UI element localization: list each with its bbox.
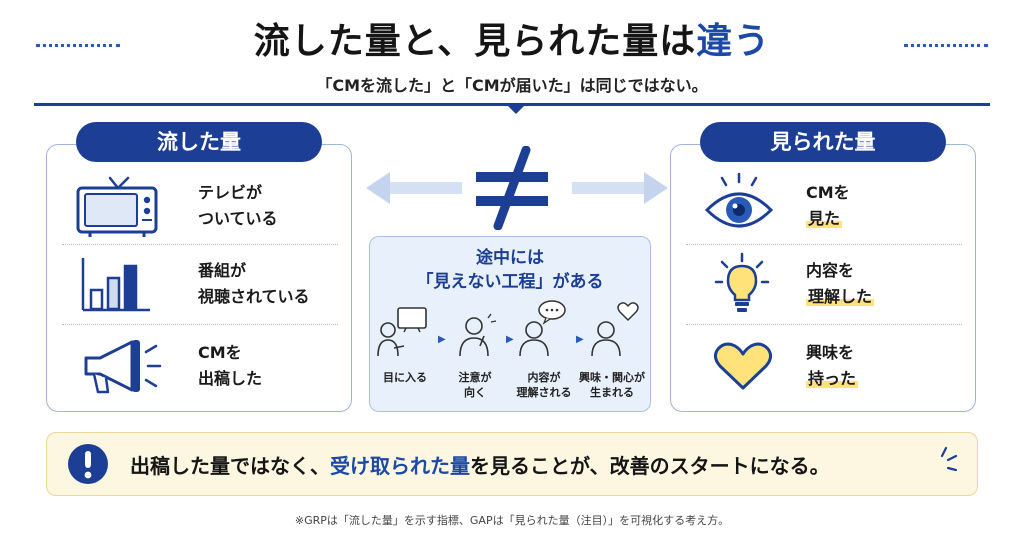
- step-arrow-3-icon: ▶: [576, 334, 584, 345]
- step-2-line1: 注意が: [458, 371, 492, 384]
- step-3-line2: 理解される: [516, 386, 572, 399]
- right-divider-1: [686, 244, 962, 245]
- footnote: ※GRPは「流した量」を示す指標、GAPは「見られた量（注目）」を可視化する考え…: [294, 514, 730, 527]
- step-1-label: 目に入る: [372, 370, 438, 385]
- right-panel-title: 見られた量: [700, 122, 946, 162]
- step-2-line2: 向く: [464, 386, 486, 399]
- right-divider-2: [686, 324, 962, 325]
- right-item-2-line2: 理解した: [806, 287, 875, 306]
- megaphone-icon: [84, 340, 162, 394]
- page-title: 流した量と、見られた量は違う: [0, 12, 1024, 64]
- hidden-process-title: 途中には 「見えない工程」がある: [369, 246, 651, 294]
- left-arrow-icon: [366, 172, 462, 204]
- title-accent: 違う: [696, 21, 771, 62]
- not-equal-icon: [476, 146, 548, 230]
- step-4-label: 興味・関心が 生まれる: [574, 370, 650, 400]
- left-item-2-line1: 番組が: [198, 261, 247, 280]
- right-item-2-line1: 内容を: [806, 261, 855, 280]
- divider-notch: [506, 104, 526, 114]
- key-message-after: を見ることが、改善のスタートになる。: [470, 454, 830, 478]
- left-item-3-label: CMを 出稿した: [198, 340, 262, 392]
- person-understanding-icon: [519, 300, 566, 357]
- left-item-1-line2: ついている: [198, 209, 278, 228]
- hidden-process-title-line1: 途中には: [476, 248, 544, 268]
- bar-chart-icon: [81, 258, 150, 312]
- right-item-2-label: 内容を 理解した: [806, 258, 875, 310]
- person-thinking-icon: [459, 313, 497, 357]
- key-message-before: 出稿した量ではなく、: [130, 454, 330, 478]
- step-4-line2: 生まれる: [590, 386, 634, 399]
- step-3-label: 内容が 理解される: [508, 370, 580, 400]
- key-message-accent: 受け取られた量: [330, 454, 470, 478]
- right-item-1-label: CMを 見た: [806, 180, 850, 232]
- left-item-3-line1: CMを: [198, 343, 242, 362]
- left-item-1-label: テレビが ついている: [198, 180, 278, 232]
- decorative-dots-right: [904, 44, 988, 48]
- left-item-2-label: 番組が 視聴されている: [198, 258, 310, 310]
- key-message-box: [46, 432, 978, 496]
- tv-icon: [76, 176, 158, 237]
- left-divider-1: [62, 244, 338, 245]
- step-3-line1: 内容が: [527, 371, 561, 384]
- title-main: 流した量と、見られた量は: [253, 21, 697, 62]
- right-arrow-icon: [572, 172, 668, 204]
- lightbulb-icon: [714, 252, 770, 312]
- step-2-label: 注意が 向く: [442, 370, 508, 400]
- subtitle: 「CMを流した」と「CMが届いた」は同じではない。: [316, 76, 708, 95]
- left-item-2-line2: 視聴されている: [198, 287, 310, 306]
- person-watching-tv-icon: [377, 307, 427, 357]
- right-item-1-line2: 見た: [806, 209, 843, 228]
- right-item-3-line1: 興味を: [806, 343, 855, 362]
- exclamation-icon: [68, 444, 108, 484]
- right-item-1-line1: CMを: [806, 183, 850, 202]
- person-interested-icon: [591, 302, 639, 357]
- heart-icon: [713, 342, 773, 390]
- left-panel-title: 流した量: [76, 122, 322, 162]
- decorative-dots-left: [36, 44, 120, 48]
- step-arrow-2-icon: ▶: [506, 334, 514, 345]
- right-item-3-line2: 持った: [806, 369, 859, 388]
- key-message: 出稿した量ではなく、受け取られた量を見ることが、改善のスタートになる。: [130, 450, 830, 479]
- left-item-3-line2: 出稿した: [198, 369, 263, 388]
- right-item-3-label: 興味を 持った: [806, 340, 859, 392]
- step-arrow-1-icon: ▶: [438, 334, 446, 345]
- step-1-line1: 目に入る: [383, 371, 427, 384]
- left-item-1-line1: テレビが: [198, 183, 263, 202]
- hidden-process-title-line2: 「見えない工程」がある: [416, 272, 604, 292]
- eye-icon: [704, 172, 774, 228]
- sparkle-lines-icon: [940, 446, 958, 472]
- step-4-line1: 興味・関心が: [579, 371, 645, 384]
- left-divider-2: [62, 324, 338, 325]
